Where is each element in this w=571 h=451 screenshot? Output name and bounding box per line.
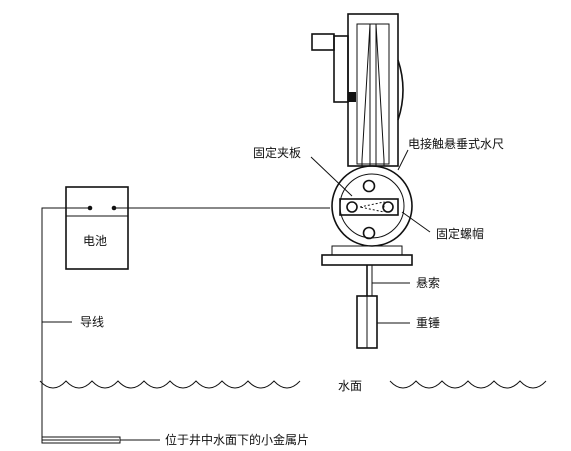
water-wave-right [389, 380, 547, 389]
fixed-clamp-label: 固定夹板 [253, 145, 301, 160]
fixed-clamp-leader [310, 156, 353, 197]
gauge-head [331, 165, 413, 247]
weight-label: 重锤 [416, 315, 440, 330]
nut-left [346, 201, 358, 213]
battery: 电池 [65, 186, 129, 270]
ruler-reel [397, 59, 404, 121]
nut-top [362, 179, 376, 193]
metal-plate: 位于井中水面下的小金属片 [41, 432, 309, 447]
crank-handle [311, 33, 335, 51]
reel-hub [348, 92, 356, 102]
battery-body [65, 186, 129, 270]
wire-to-plate [41, 207, 119, 441]
gauge-base-top [331, 245, 403, 256]
water-surface: 水面 [39, 379, 547, 393]
crank-arm [333, 35, 349, 103]
ruler-label: 电接触悬垂式水尺 [408, 136, 504, 151]
wires: 导线 [41, 207, 330, 441]
ruler-tape-left [361, 23, 371, 167]
water-surface-label: 水面 [338, 379, 362, 393]
ruler-leader [397, 149, 409, 171]
fixed-clamp-plate [339, 198, 399, 216]
gauge-device [311, 13, 413, 349]
contact-point [359, 201, 385, 213]
nut-right [382, 201, 394, 213]
fixed-nut-label: 固定螺帽 [436, 226, 484, 241]
water-wave-left [39, 380, 301, 389]
ruler-tape-right [375, 23, 385, 167]
suspension-cable-label: 悬索 [416, 276, 440, 290]
nut-bottom [362, 226, 376, 240]
wire-label: 导线 [80, 315, 104, 329]
gauge-base [321, 254, 413, 266]
fixed-nut-leader [401, 211, 431, 233]
metal-plate-label: 位于井中水面下的小金属片 [165, 432, 309, 447]
annotations: 固定夹板 电接触悬垂式水尺 固定螺帽 悬索 重锤 [253, 136, 504, 330]
ruler-frame-inner [356, 23, 390, 165]
battery-label: 电池 [83, 234, 107, 248]
ruler-frame [347, 13, 399, 167]
